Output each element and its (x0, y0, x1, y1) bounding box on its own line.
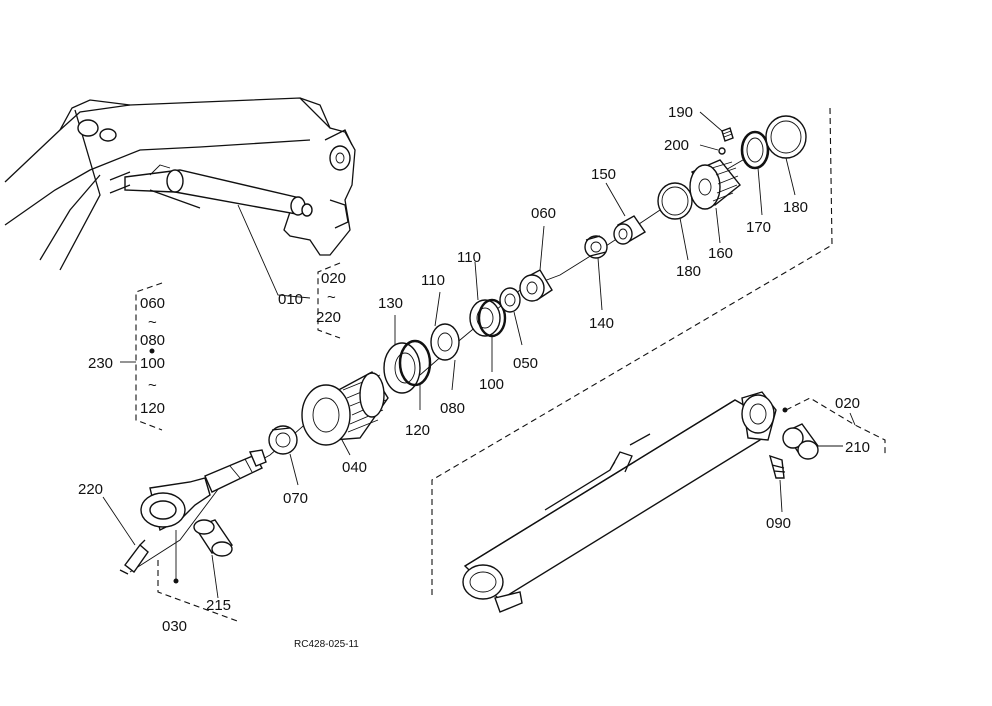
leader-040 (341, 439, 351, 456)
label-150: 150 (591, 166, 616, 183)
part-020-cylinder-tube (462, 391, 777, 613)
label-180-a: 180 (676, 263, 701, 280)
leader-200 (699, 144, 719, 151)
leader-180-a (679, 217, 689, 261)
label-170: 170 (746, 219, 771, 236)
leader-140 (597, 257, 603, 311)
part-150-sleeve (613, 215, 647, 245)
kit-label-120: 120 (140, 400, 165, 417)
label-040: 040 (342, 459, 367, 476)
label-140: 140 (589, 315, 614, 332)
part-200-ball (718, 147, 726, 155)
label-050: 050 (513, 355, 538, 372)
bracket-030 (157, 560, 241, 623)
part-040-cylinder-head (301, 371, 389, 446)
part-210-bushing (782, 423, 820, 460)
part-160-gland (689, 159, 741, 210)
bracket-020-220 (317, 262, 341, 339)
leader-010 (237, 204, 311, 299)
leader-090 (779, 479, 783, 513)
leader-070 (289, 453, 299, 486)
label-180-b: 180 (783, 199, 808, 216)
leader-050 (513, 311, 523, 346)
rod-end-030 (140, 449, 267, 532)
leader-110-a (434, 291, 441, 327)
part-080-packing (430, 323, 460, 361)
part-060-piston (519, 269, 553, 302)
leader-160 (715, 207, 721, 244)
label-020-right: 020 (835, 395, 860, 412)
kit-label-060: 060 (140, 295, 165, 312)
leader-020-right (849, 412, 856, 426)
leader-180-b (785, 157, 796, 196)
part-130-ring (383, 342, 421, 394)
label-080: 080 (440, 400, 465, 417)
label-215: 215 (206, 597, 231, 614)
kit-label-100: 100 (140, 355, 165, 372)
leader-110-b (474, 261, 479, 301)
label-070: 070 (283, 490, 308, 507)
part-180-ring-b (765, 115, 807, 159)
label-060: 060 (531, 205, 556, 222)
label-010: 010 (278, 291, 303, 308)
part-100-seal (469, 298, 507, 338)
label-200: 200 (664, 137, 689, 154)
part-070 (268, 425, 298, 455)
label-210: 210 (845, 439, 870, 456)
part-140 (584, 235, 608, 259)
label-120: 120 (405, 422, 430, 439)
range-sep-020-220: ~ (327, 289, 336, 306)
leader-215 (211, 554, 219, 599)
label-110-b: 110 (457, 249, 481, 266)
rod-end-dot (173, 578, 179, 584)
label-090: 090 (766, 515, 791, 532)
label-110-a: 110 (421, 272, 445, 289)
kit-dot (149, 348, 155, 354)
label-100: 100 (479, 376, 504, 393)
leader-060 (539, 225, 545, 271)
kit-label-080: 080 (140, 332, 165, 349)
part-050 (499, 287, 521, 313)
leader-170 (757, 167, 763, 216)
grease-fitting-220 (119, 539, 149, 575)
part-120-ring (398, 339, 432, 387)
kit-bracket-230 (135, 282, 163, 431)
label-030: 030 (162, 618, 187, 635)
leader-150 (605, 182, 626, 217)
label-020-top: 020 (321, 270, 346, 287)
label-220-top: 220 (316, 309, 341, 326)
tube-dot (782, 407, 788, 413)
label-130: 130 (378, 295, 403, 312)
part-190-setscrew (721, 127, 734, 142)
label-190: 190 (668, 104, 693, 121)
part-090-grease-fitting (768, 454, 786, 479)
label-160: 160 (708, 245, 733, 262)
kit-sep-1: ~ (148, 314, 157, 331)
bushing-215 (193, 519, 234, 557)
leader-080 (451, 359, 456, 391)
part-180-ring-a (657, 182, 693, 220)
kit-sep-2: ~ (148, 377, 157, 394)
leader-220 (102, 496, 136, 546)
callout-labels: 010 020 ~ 220 060 ~ 080 100 ~ 120 230 22… (78, 104, 870, 650)
part-170-ring (740, 130, 770, 170)
leader-190 (699, 111, 723, 132)
label-220: 220 (78, 481, 103, 498)
reference-code: RC428-025-11 (294, 639, 359, 650)
label-230: 230 (88, 355, 113, 372)
boom-arm-illustration (4, 97, 356, 271)
